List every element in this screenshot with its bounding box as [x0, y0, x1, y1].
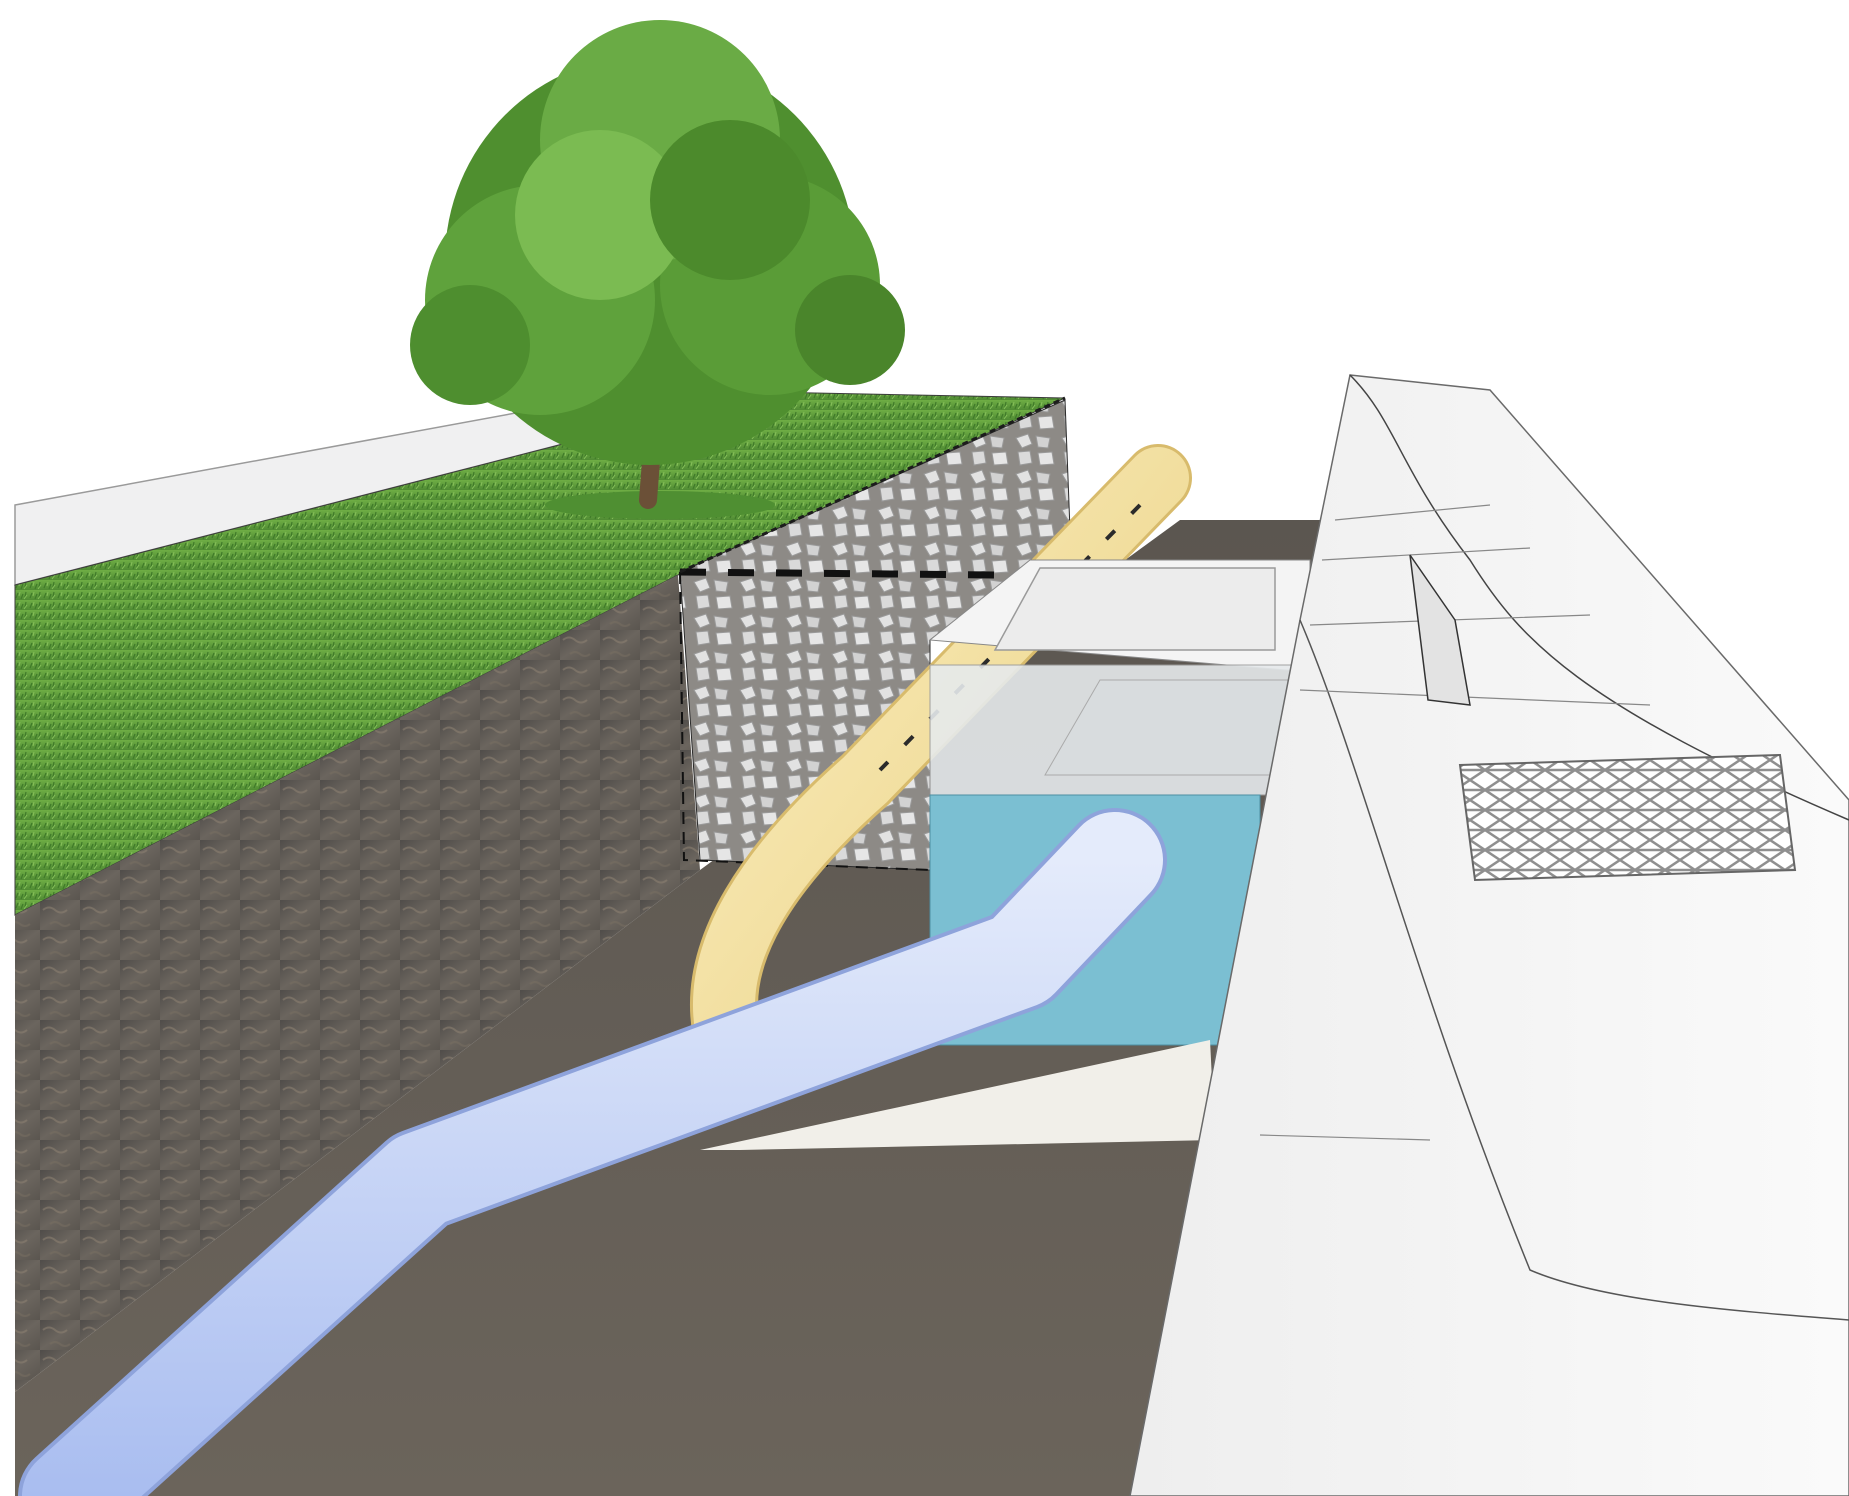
soil-section	[15, 575, 700, 1392]
filter-fabric-line	[679, 568, 1001, 579]
filter-fabric-edge	[679, 571, 931, 871]
grate	[1458, 753, 1797, 882]
tree	[410, 20, 905, 519]
road-gutter	[1129, 374, 1849, 1496]
curb-inlet-opening	[1409, 554, 1471, 706]
lawn-edge-fabric	[679, 396, 1066, 574]
